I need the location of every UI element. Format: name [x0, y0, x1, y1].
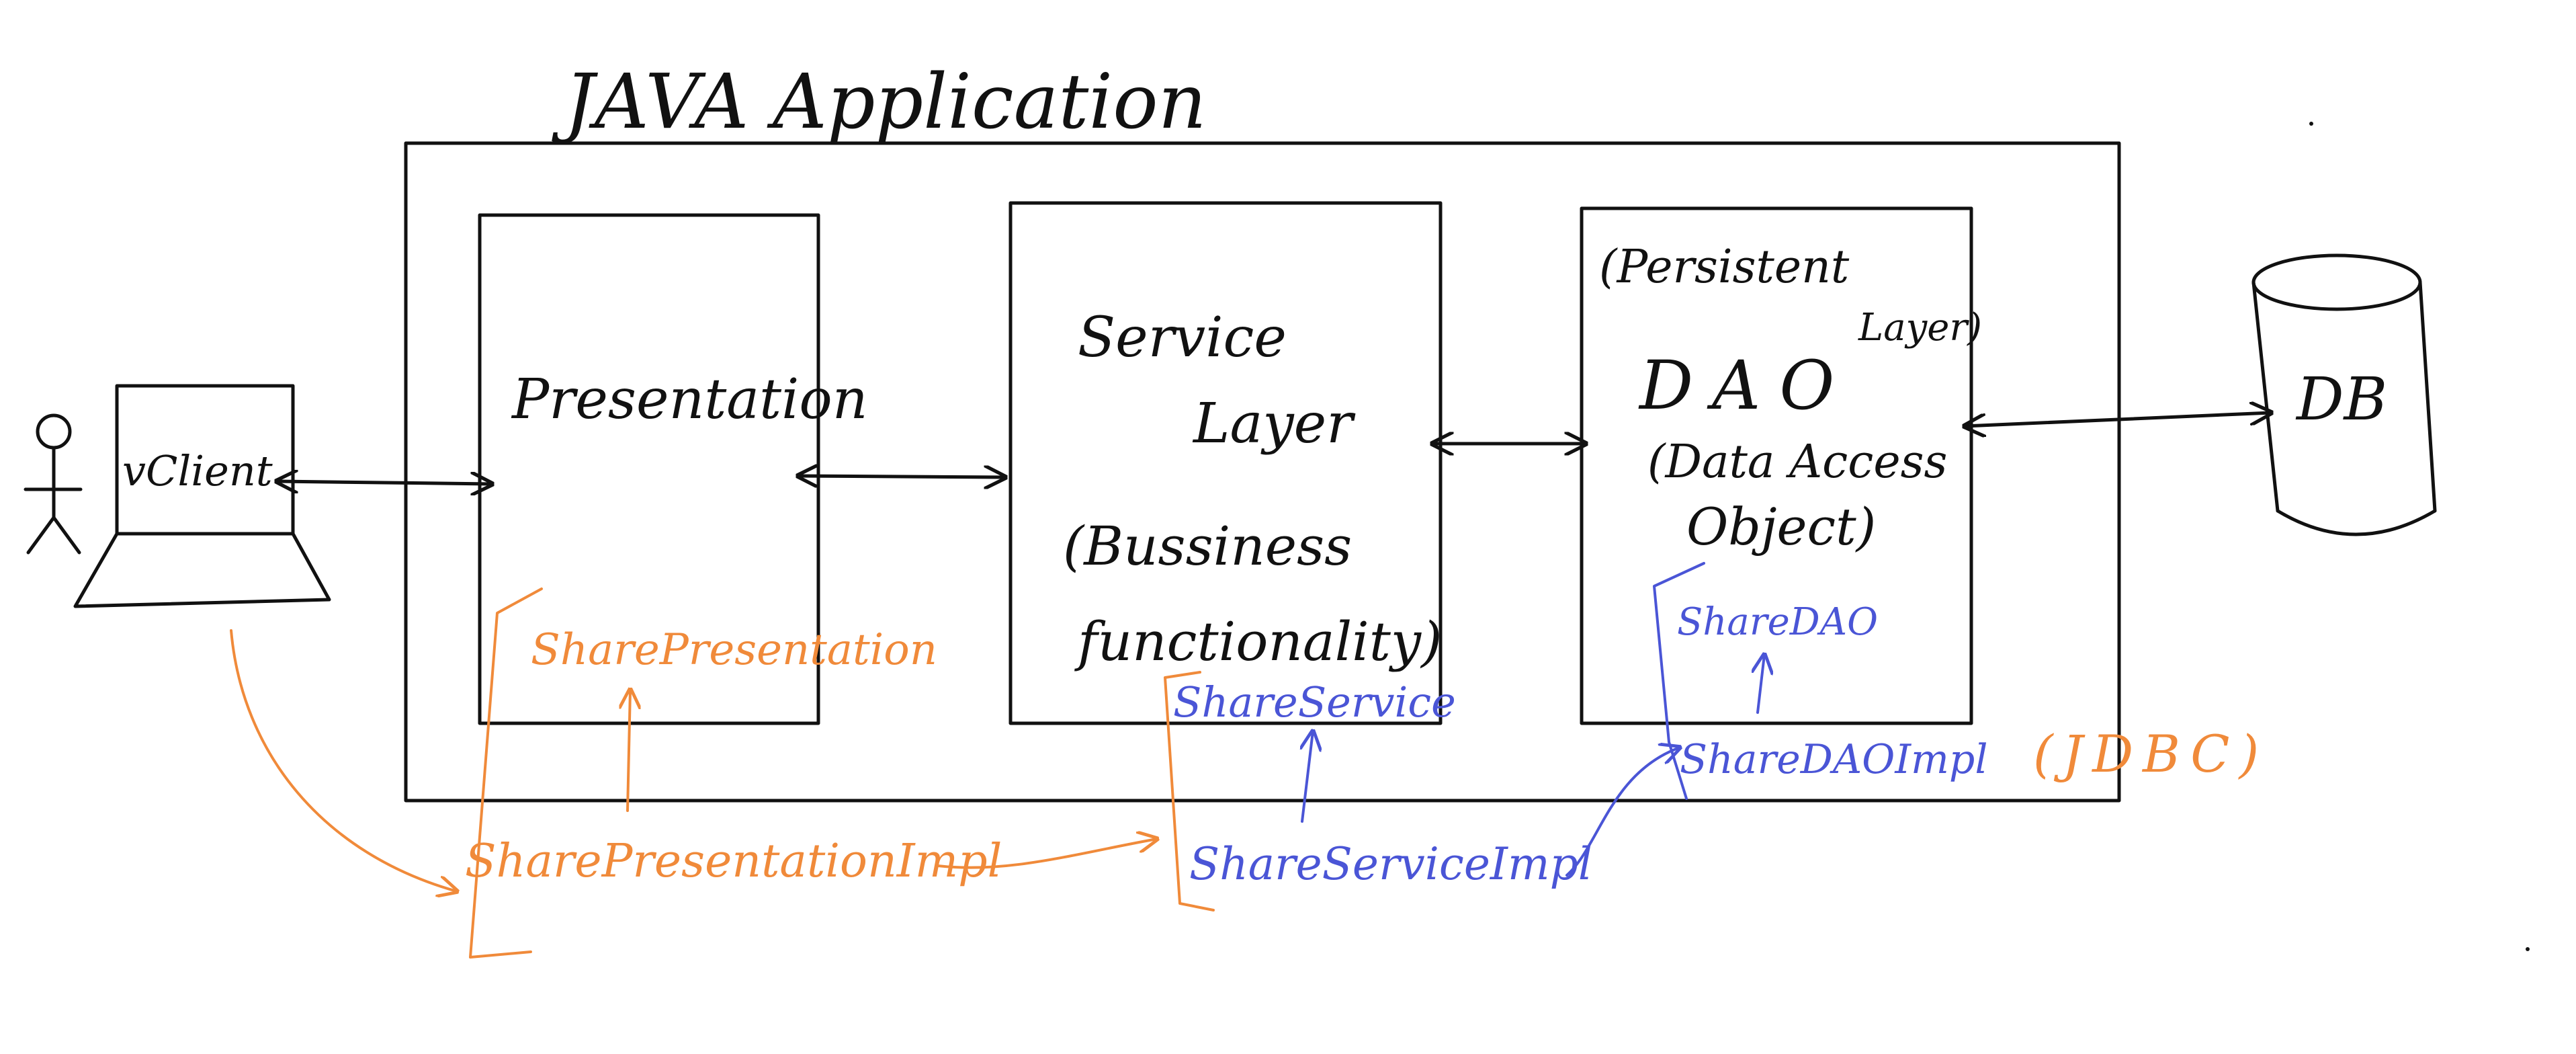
impl-to-interface-arrow	[628, 690, 630, 812]
share-service-label: ShareService	[1173, 678, 1456, 727]
service-label-line1: Service	[1078, 306, 1287, 370]
data-access-label: (Data Access	[1647, 436, 1947, 489]
share-service-impl-label: ShareServiceImpl	[1189, 838, 1592, 890]
dao-layer-box	[1580, 206, 1973, 725]
service-label-line3: (Bussiness	[1063, 515, 1352, 577]
share-presentation-impl-label: SharePresentationImpl	[465, 835, 1002, 888]
service-bracket	[1164, 671, 1215, 911]
client-presentation-arrow	[277, 481, 492, 484]
client-to-impl-arrow	[230, 629, 457, 891]
persistent-label-line2: Layer)	[1858, 306, 1982, 350]
presentation-service-arrow	[798, 476, 1005, 477]
service-impl-to-dao-impl-arrow	[1565, 747, 1680, 877]
stray-dot	[2309, 122, 2313, 126]
service-label-line4: functionality)	[1074, 610, 1442, 673]
client-label: vClient	[122, 446, 273, 495]
database-label: DB	[2295, 364, 2387, 434]
client-laptop-icon	[73, 384, 331, 608]
object-label: Object)	[1686, 497, 1876, 557]
service-label-line2: Layer	[1192, 392, 1356, 456]
presentation-bracket	[469, 587, 543, 959]
share-dao-impl-label: ShareDAOImpl	[1680, 736, 1988, 783]
user-icon	[24, 413, 83, 555]
share-presentation-label: SharePresentation	[531, 625, 937, 675]
database-icon	[2251, 253, 2437, 536]
persistent-label-line1: (Persistent	[1599, 241, 1850, 294]
presentation-label: Presentation	[511, 368, 868, 432]
service-layer-box	[1008, 201, 1443, 725]
diagram-title: JAVA Application	[552, 58, 1207, 146]
dao-database-arrow	[1965, 413, 2271, 426]
share-dao-label: ShareDAO	[1677, 600, 1878, 644]
dao-impl-to-interface-arrow	[1758, 655, 1764, 714]
service-impl-to-interface-arrow	[1302, 731, 1313, 823]
stray-dot	[2526, 947, 2530, 951]
dao-label: DAO	[1638, 346, 1853, 425]
presentation-impl-to-service-impl-arrow	[937, 839, 1157, 869]
jdbc-label: (JDBC)	[2033, 724, 2268, 784]
dao-bracket	[1653, 562, 1705, 800]
